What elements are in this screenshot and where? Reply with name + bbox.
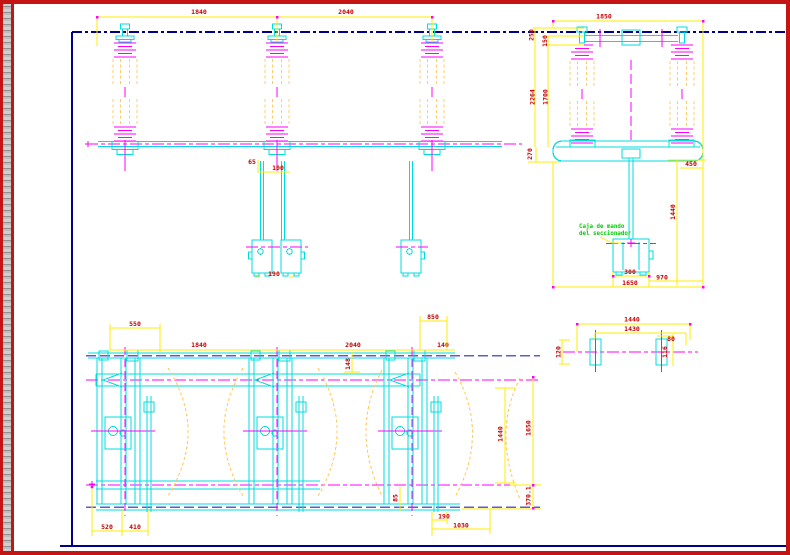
plan-top-beam (88, 352, 455, 359)
dim-side-box-offset: 970 (656, 274, 668, 282)
mechanism-box-3 (400, 239, 422, 277)
side-insulator-left (569, 44, 595, 144)
dim-plan-total-height: 1650 (525, 420, 533, 436)
plan-arm-rail (95, 373, 421, 387)
base-detail-view: 1440 1430 120 80 116 (555, 316, 698, 372)
pole-2 (264, 24, 290, 171)
left-scrollbar-edge (11, 0, 14, 555)
dim-side-box-width: 300 (624, 268, 636, 276)
dim-detail-right-a: 80 (667, 335, 675, 343)
pole-3 (419, 24, 445, 171)
dim-front-offset-a: 65 (248, 158, 256, 166)
dim-plan-left-b: 410 (129, 523, 141, 531)
dim-detail-bolt-span: 1440 (624, 316, 640, 324)
side-elevation-view: Caja de mando del seccionador 1850 250 1… (526, 13, 706, 289)
dim-detail-inner-span: 1430 (624, 325, 640, 333)
dim-side-rod-height: 1440 (669, 204, 677, 220)
plan-pole-3 (377, 346, 443, 517)
dim-front-box-gap: 190 (268, 270, 280, 278)
detail-dimensions: 1440 1430 120 80 116 (555, 316, 692, 366)
plan-pole-1 (90, 346, 156, 517)
control-box-label-line2: del seccionador (579, 231, 632, 237)
mechanism-box-2 (280, 239, 302, 277)
plan-lower-rail (96, 480, 320, 490)
control-box-label-line1: Caja de mando (579, 223, 625, 230)
dim-plan-pole3-offset: 140 (437, 341, 449, 349)
blade-swing-arcs (167, 367, 521, 500)
side-insulator-right (669, 44, 695, 144)
window-border-left (0, 0, 3, 555)
dim-side-upper-b: 150 (541, 35, 549, 47)
plan-pole-2 (242, 346, 308, 517)
dim-plan-mid-b: 190 (438, 513, 450, 521)
dim-side-base-offset: 450 (685, 160, 697, 168)
dim-plan-pole3-top: 850 (427, 313, 439, 321)
mechanism-rods (260, 161, 413, 240)
dim-plan-pole-width: 550 (129, 320, 141, 328)
dim-plan-mid-c: 1030 (453, 522, 469, 530)
dim-detail-left: 120 (555, 346, 563, 358)
dim-side-base-drop: 270 (526, 148, 534, 160)
dim-side-base-width: 1650 (622, 279, 638, 287)
front-dimensions: 1840 2040 65 100 190 (96, 8, 434, 278)
window-border-right (786, 0, 790, 555)
dim-side-height-total: 2264 (529, 89, 537, 105)
switch-arm (576, 26, 688, 47)
window-border-bottom (0, 551, 790, 555)
dim-plan-left-a: 520 (101, 523, 113, 531)
plan-view: 550 1840 2040 140 850 148 1440 1650 370.… (86, 313, 541, 536)
left-scrollbar[interactable] (3, 0, 11, 555)
side-dimensions: 1850 250 150 2264 1700 270 450 1440 300 … (526, 13, 706, 289)
dim-front-span-left: 1840 (191, 8, 207, 16)
dim-plan-mid-a: 85 (392, 494, 400, 502)
dim-plan-inner-height: 1440 (497, 426, 505, 442)
dim-side-upper-a: 250 (528, 29, 536, 41)
window-border-top (0, 0, 790, 4)
base-frame (552, 139, 704, 239)
dim-side-height-beam: 1700 (542, 89, 550, 105)
dim-side-top-width: 1850 (596, 13, 612, 21)
dim-front-span-right: 2040 (338, 8, 354, 16)
dim-plan-span-left: 1840 (191, 341, 207, 349)
dim-plan-span-right: 2040 (345, 341, 361, 349)
dim-plan-lower-height: 370.1 (525, 486, 533, 506)
dim-front-offset-b: 100 (272, 164, 284, 172)
front-elevation-view: 1840 2040 65 100 190 (85, 8, 522, 278)
pole-1 (112, 24, 138, 171)
plan-dimensions: 550 1840 2040 140 850 148 1440 1650 370.… (90, 313, 541, 536)
dim-detail-right-b: 116 (661, 346, 669, 358)
dim-plan-rail-gap: 148 (344, 358, 352, 370)
